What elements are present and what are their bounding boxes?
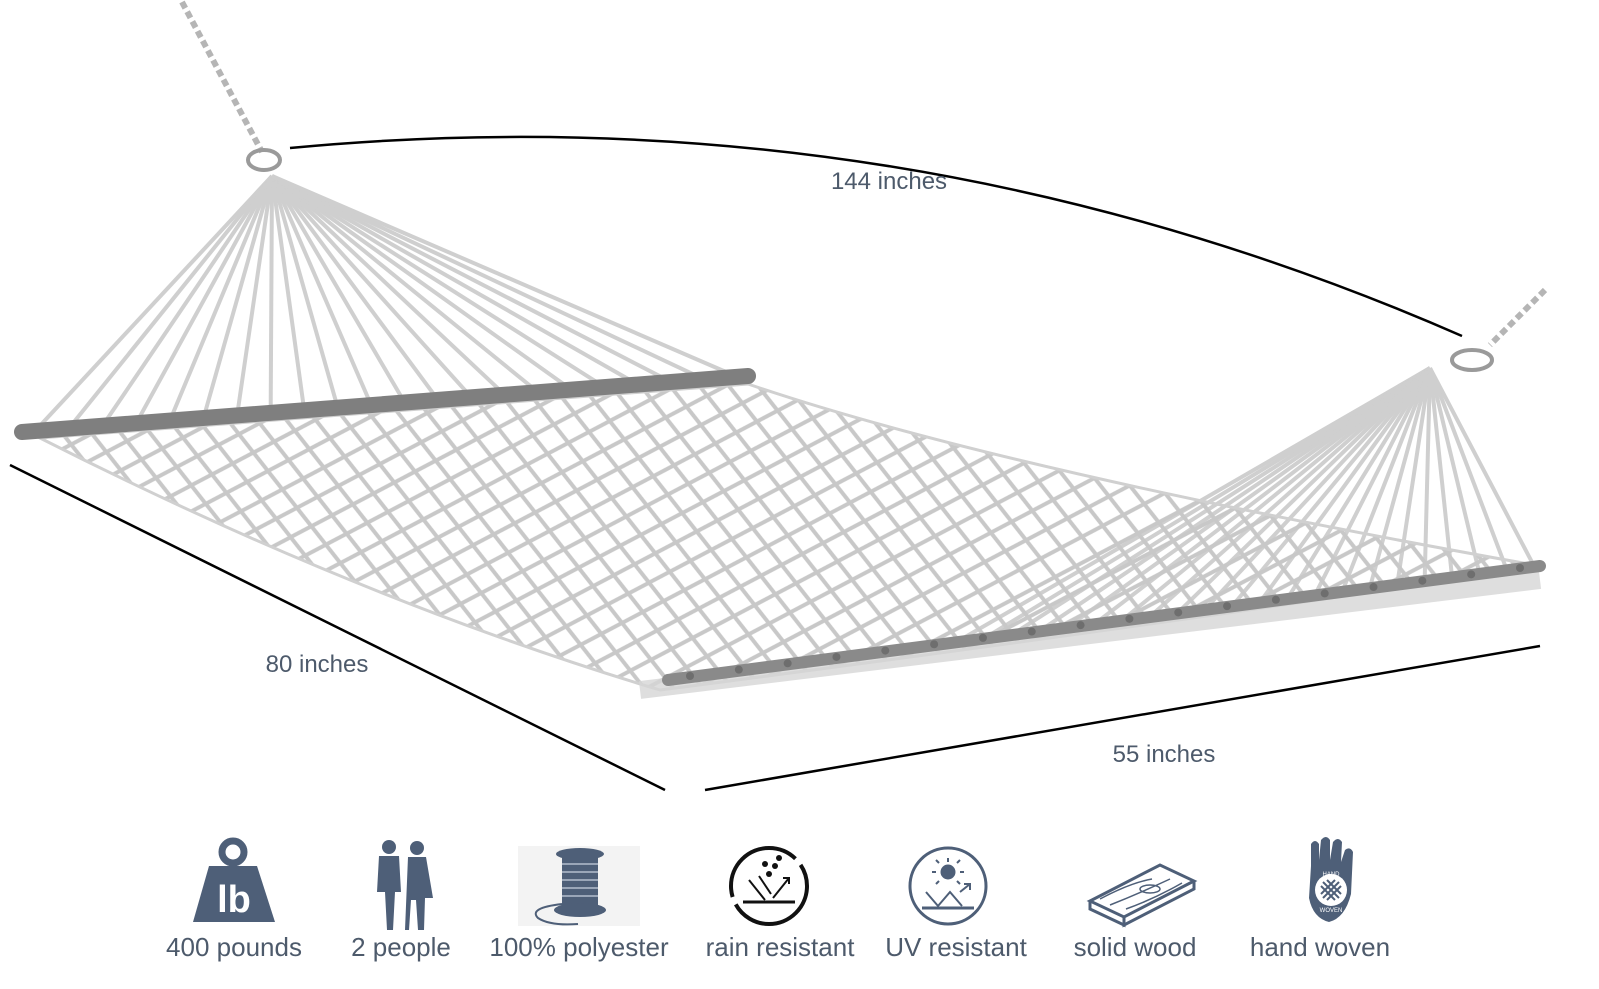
feature-weight-label: 400 pounds [166, 932, 302, 962]
right-chain [1450, 287, 1548, 372]
solid-wood-icon [1086, 863, 1198, 928]
rain-resistant-icon [729, 846, 809, 926]
thread-spool-icon [518, 846, 640, 926]
feature-people-label: 2 people [351, 932, 451, 962]
hand-woven-icon: HAND WOVEN [1309, 837, 1353, 922]
feature-wood-label: solid wood [1073, 932, 1197, 962]
svg-text:WOVEN: WOVEN [1320, 908, 1343, 914]
width-dimension-line [704, 644, 1541, 792]
bed-dimension-line [9, 463, 666, 792]
people-icon [377, 840, 433, 930]
weight-lb-icon: lb [193, 837, 275, 922]
hammock-net [34, 382, 1541, 692]
length-label: 144 inches [830, 168, 948, 195]
svg-text:lb: lb [217, 879, 251, 921]
width-label: 55 inches [1112, 741, 1216, 768]
feature-rain-label: rain resistant [705, 932, 855, 962]
left-chain [179, 0, 282, 172]
feature-uv-label: UV resistant [885, 932, 1027, 962]
feature-material-label: 100% polyester [489, 932, 669, 962]
bed-length-label: 80 inches [265, 651, 369, 678]
length-dimension-line [289, 135, 1463, 338]
feature-woven-label: hand woven [1249, 932, 1391, 962]
right-spreader-bar [662, 560, 1546, 686]
svg-text:HAND: HAND [1322, 872, 1340, 878]
left-suspension-strings [34, 174, 741, 432]
uv-resistant-icon [908, 846, 988, 926]
left-spreader-bar [14, 368, 756, 440]
